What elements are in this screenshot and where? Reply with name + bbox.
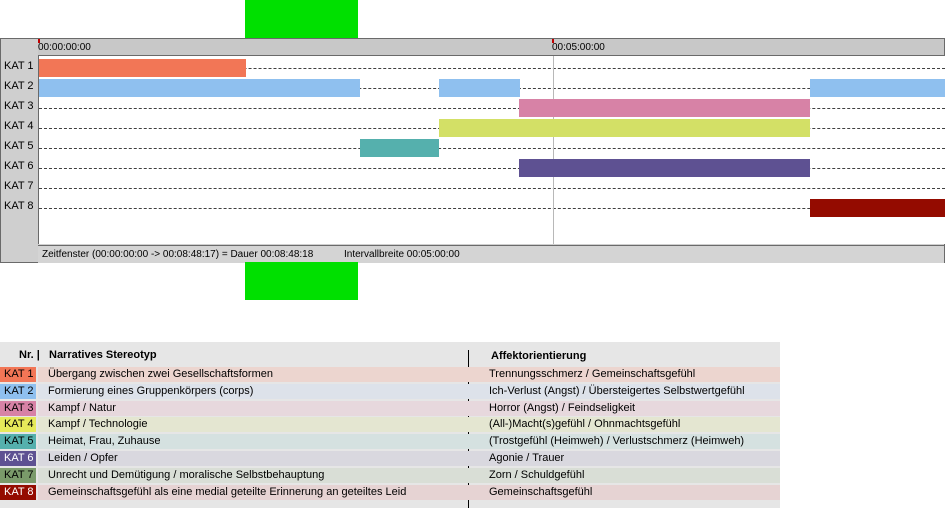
row-label-2: KAT 2 xyxy=(4,80,34,92)
row-label-3: KAT 3 xyxy=(4,100,34,112)
segment-bar-kat8[interactable] xyxy=(810,199,945,217)
legend-affect: Trennungsschmerz / Gemeinschaftsgefühl xyxy=(489,368,696,380)
legend-row: KAT 6 Leiden / Opfer Agonie / Trauer xyxy=(0,451,780,466)
legend-row: KAT 1 Übergang zwischen zwei Gesellschaft… xyxy=(0,367,780,382)
status-window: Zeitfenster (00:00:00:00 -> 00:08:48:17)… xyxy=(42,249,314,260)
legend-row: KAT 2 Formierung eines Gruppenkörpers (co… xyxy=(0,383,780,399)
row-line-1 xyxy=(39,68,945,69)
legend-row-background xyxy=(38,400,780,416)
row-label-7: KAT 7 xyxy=(4,180,34,192)
legend-row: KAT 7 Unrecht und Demütigung / moralische… xyxy=(0,467,780,483)
legend-row-background xyxy=(38,383,780,399)
row-line-7 xyxy=(39,188,945,189)
legend-affect: Agonie / Trauer xyxy=(489,452,565,464)
legend-row-background xyxy=(38,451,780,466)
legend-code-kat6: KAT 6 xyxy=(0,451,36,466)
legend-code-kat8: KAT 8 xyxy=(0,484,36,500)
legend-stereotype: Unrecht und Demütigung / moralische Selb… xyxy=(48,468,325,481)
row-label-5: KAT 5 xyxy=(4,140,34,152)
legend-affect: Ich-Verlust (Angst) / Übersteigertes Sel… xyxy=(489,384,745,397)
segment-bar-kat6[interactable] xyxy=(519,159,810,177)
status-interval: Intervallbreite 00:05:00:00 xyxy=(344,249,460,260)
row-label-1: KAT 1 xyxy=(4,60,34,72)
legend-row: KAT 3 Kampf / Natur Horror (Angst) / Feind… xyxy=(0,400,780,416)
legend-row: KAT 4 Kampf / Technologie (All-)Macht(s)ge… xyxy=(0,417,780,433)
legend-header-nr: Nr. | xyxy=(19,349,40,361)
legend-row-background xyxy=(38,467,780,483)
row-line-3 xyxy=(39,108,945,109)
legend-affect: (All-)Macht(s)gefühl / Ohnmachtsgefühl xyxy=(489,418,681,431)
segment-bar-kat3[interactable] xyxy=(519,99,810,117)
legend-code-kat5: KAT 5 xyxy=(0,434,36,450)
tick-label-5min: 00:05:00:00 xyxy=(552,42,605,53)
legend-stereotype: Übergang zwischen zwei Gesellschaftsform… xyxy=(48,368,273,380)
segment-bar-kat2[interactable] xyxy=(810,79,945,97)
segment-bar-kat4[interactable] xyxy=(439,119,810,137)
legend-stereotype: Leiden / Opfer xyxy=(48,452,118,464)
row-line-6 xyxy=(39,168,945,169)
green-block-bottom xyxy=(245,262,358,300)
legend-header-stereotype: Narratives Stereotyp xyxy=(49,349,157,361)
legend-code-kat4: KAT 4 xyxy=(0,417,36,433)
legend-stereotype: Kampf / Natur xyxy=(48,401,116,414)
segment-bar-kat1[interactable] xyxy=(39,59,246,77)
green-block-top xyxy=(245,0,358,38)
tick-mark-start xyxy=(38,39,40,43)
legend-affect: Horror (Angst) / Feindseligkeit xyxy=(489,401,636,414)
status-bar: Zeitfenster (00:00:00:00 -> 00:08:48:17)… xyxy=(38,245,944,263)
legend-row-background xyxy=(38,367,780,382)
legend-stereotype: Kampf / Technologie xyxy=(48,418,148,431)
legend-row-background xyxy=(38,484,780,500)
legend-stereotype: Heimat, Frau, Zuhause xyxy=(48,435,161,448)
legend-row: KAT 8 Gemeinschaftsgefühl als eine medial… xyxy=(0,484,780,500)
legend-row-background xyxy=(38,434,780,450)
legend-row: KAT 5 Heimat, Frau, Zuhause (Trostgefühl (… xyxy=(0,434,780,450)
row-line-8 xyxy=(39,208,945,209)
legend-code-kat7: KAT 7 xyxy=(0,467,36,483)
legend-row-background xyxy=(38,417,780,433)
legend-code-kat1: KAT 1 xyxy=(0,367,36,382)
legend-stereotype: Gemeinschaftsgefühl als eine medial gete… xyxy=(48,485,407,498)
track-area[interactable] xyxy=(38,56,945,244)
legend-header-affect: Affektorientierung xyxy=(491,350,587,362)
legend-affect: (Trostgefühl (Heimweh) / Verlustschmerz … xyxy=(489,435,745,448)
time-ruler[interactable]: 00:00:00:00 00:05:00:00 xyxy=(38,39,944,56)
legend-affect: Zorn / Schuldgefühl xyxy=(489,468,585,481)
row-label-6: KAT 6 xyxy=(4,160,34,172)
tick-label-start: 00:00:00:00 xyxy=(38,42,91,53)
segment-bar-kat2[interactable] xyxy=(439,79,520,97)
segment-bar-kat2[interactable] xyxy=(39,79,360,97)
segment-bar-kat5[interactable] xyxy=(360,139,439,157)
legend-affect: Gemeinschaftsgefühl xyxy=(489,485,593,498)
timeline-panel: 00:00:00:00 00:05:00:00 KAT 1 KAT 2 KAT 3 K… xyxy=(0,38,945,263)
time-cursor[interactable] xyxy=(553,56,554,244)
legend-stereotype: Formierung eines Gruppenkörpers (corps) xyxy=(48,384,254,397)
row-label-8: KAT 8 xyxy=(4,200,34,212)
row-line-5 xyxy=(39,148,945,149)
legend-code-kat3: KAT 3 xyxy=(0,400,36,416)
legend-table: Nr. | Narratives Stereotyp Affektorienti… xyxy=(0,342,780,508)
legend-code-kat2: KAT 2 xyxy=(0,383,36,399)
row-label-4: KAT 4 xyxy=(4,120,34,132)
tick-mark-5min xyxy=(552,39,554,43)
